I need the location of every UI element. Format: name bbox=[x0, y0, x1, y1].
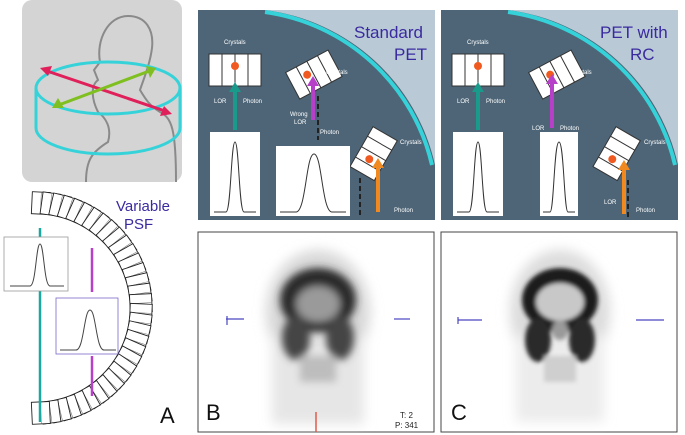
rc-pet-panel: PET with RC Crystals Crystals Crystals L… bbox=[441, 10, 678, 220]
std-photon-label-1: Photon bbox=[243, 99, 262, 105]
std-psf-plot-2 bbox=[276, 146, 350, 216]
panel-letter-a: A bbox=[160, 403, 175, 428]
std-wrong-label-line2: LOR bbox=[294, 120, 307, 126]
crystal-block-steep bbox=[349, 126, 398, 182]
rc-crystals-label-2: Crystals bbox=[570, 70, 592, 76]
green-lor-line bbox=[55, 68, 153, 108]
pet-image-standard: T: 2 P: 341 B bbox=[197, 231, 435, 433]
std-crystals-label-1: Crystals bbox=[224, 40, 246, 46]
standard-pet-panel: Standard PET Crystals Crystals Crystals … bbox=[198, 10, 435, 220]
rc-crystal-block-steep bbox=[592, 126, 641, 182]
std-psf-plot-1 bbox=[210, 132, 260, 216]
psf-label-line2: PSF bbox=[124, 216, 153, 233]
rc-orange-arrowhead bbox=[618, 160, 630, 170]
scanner-illustration bbox=[22, 0, 182, 183]
rc-psf-plot-2 bbox=[540, 132, 578, 216]
rc-crystals-label-1: Crystals bbox=[467, 40, 489, 46]
psf-curve-wide bbox=[60, 309, 116, 351]
red-arrowhead-left bbox=[40, 66, 52, 76]
pet-image-rc: C bbox=[440, 231, 678, 433]
rc-photon-label-1: Photon bbox=[486, 99, 505, 105]
rc-photon-label-3: Photon bbox=[636, 208, 655, 214]
rc-lor-label-1: LOR bbox=[457, 99, 470, 105]
image-b-readout-line1: T: 2 bbox=[400, 411, 413, 420]
green-arrowhead-left bbox=[52, 98, 64, 108]
std-lor-label: LOR bbox=[214, 99, 227, 105]
teal-arrowhead bbox=[229, 82, 241, 92]
rc-teal-arrowhead bbox=[472, 82, 484, 92]
standard-pet-title-line2: PET bbox=[394, 45, 427, 64]
red-arrowhead-right bbox=[160, 106, 172, 116]
rc-crystals-label-3: Crystals bbox=[644, 140, 666, 146]
scanner-ring-bottom bbox=[34, 88, 182, 156]
rc-crystal-block-oblique bbox=[527, 49, 586, 100]
rc-psf-plot-1 bbox=[453, 132, 503, 216]
psf-plot-wide bbox=[55, 297, 119, 355]
psf-plot-narrow bbox=[3, 236, 69, 292]
rc-pet-title-line1: PET with bbox=[600, 23, 668, 42]
standard-pet-cyan-arc bbox=[264, 10, 434, 166]
red-lor-line bbox=[43, 68, 169, 114]
std-crystals-label-2: Crystals bbox=[326, 70, 348, 76]
std-crystals-label-3: Crystals bbox=[400, 140, 422, 146]
image-b-readout-line2: P: 341 bbox=[395, 421, 419, 430]
panel-letter-c: C bbox=[451, 400, 467, 425]
green-arrowhead-right bbox=[146, 66, 156, 78]
rc-pet-title-line2: RC bbox=[630, 45, 655, 64]
crystal-block-oblique bbox=[284, 49, 343, 100]
rc-photon-label-2: Photon bbox=[560, 126, 579, 132]
orange-arrowhead bbox=[372, 158, 384, 168]
magenta-arrowhead bbox=[307, 76, 319, 86]
rc-lor-label-2: LOR bbox=[532, 126, 545, 132]
std-wrong-label-line1: Wrong bbox=[290, 112, 308, 118]
std-photon-label-3: Photon bbox=[394, 208, 413, 214]
rc-pet-cyan-arc bbox=[507, 10, 677, 166]
rc-lor-label-3: LOR bbox=[604, 200, 617, 206]
psf-curve-narrow bbox=[10, 243, 64, 287]
psf-label-line1: Variable bbox=[116, 198, 170, 215]
crystal-block-straight bbox=[208, 53, 262, 87]
std-photon-label-2: Photon bbox=[320, 130, 339, 136]
rc-crystal-block-straight bbox=[451, 53, 505, 87]
panel-letter-b: B bbox=[206, 400, 221, 425]
rc-magenta-arrowhead bbox=[546, 74, 558, 84]
standard-pet-title-line1: Standard bbox=[354, 23, 423, 42]
detector-ring-panel: Variable PSF A bbox=[3, 191, 175, 428]
